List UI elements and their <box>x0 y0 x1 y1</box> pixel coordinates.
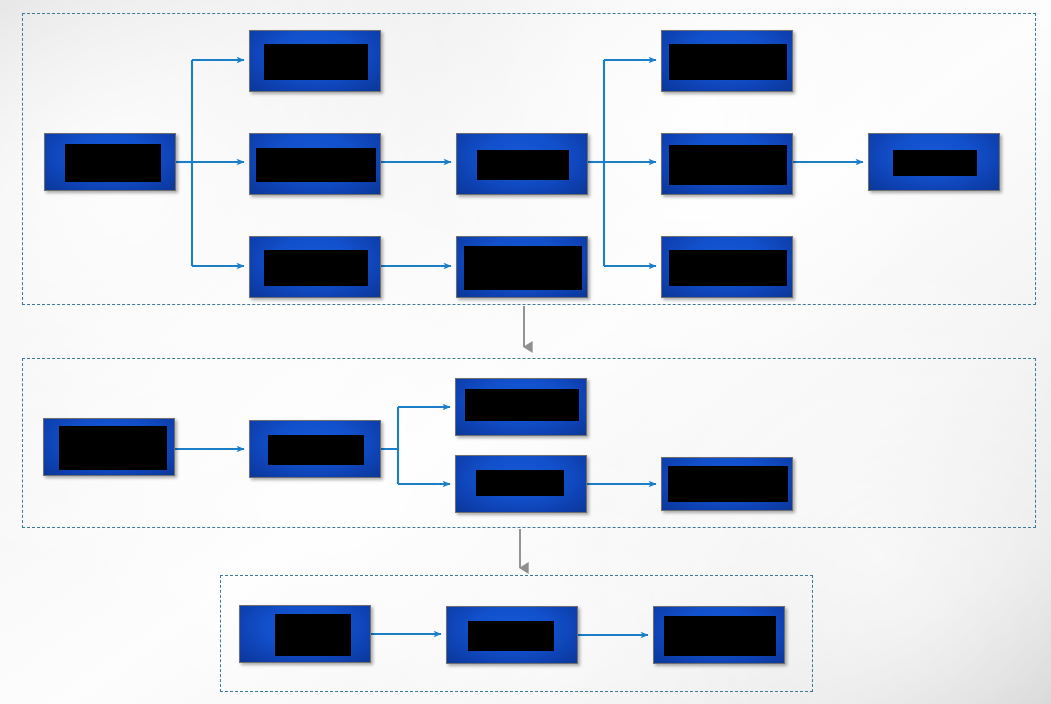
node-stage1-merge-bot[interactable] <box>456 236 588 298</box>
redacted-label <box>669 145 787 185</box>
node-stage1-final[interactable] <box>868 133 1000 191</box>
node-stage3-start[interactable] <box>239 605 371 663</box>
node-stage1-start[interactable] <box>44 133 176 191</box>
redacted-label <box>264 250 368 286</box>
redacted-label <box>264 44 368 80</box>
redacted-label <box>256 148 376 182</box>
redacted-label <box>477 150 569 180</box>
stage-three-group[interactable] <box>220 575 813 692</box>
stage-one-group[interactable] <box>22 13 1036 305</box>
node-stage1-out-mid[interactable] <box>661 133 793 195</box>
node-stage1-branch-bot[interactable] <box>249 236 381 298</box>
stage-two-group[interactable] <box>22 358 1036 528</box>
redacted-label <box>476 470 564 496</box>
redacted-label <box>468 621 554 651</box>
redacted-label <box>664 616 776 656</box>
redacted-label <box>669 44 787 80</box>
node-stage2-branch-top[interactable] <box>455 378 587 436</box>
redacted-label <box>268 435 364 465</box>
redacted-label <box>669 250 787 286</box>
node-stage1-branch-mid[interactable] <box>249 133 381 195</box>
redacted-label <box>464 246 582 290</box>
node-stage2-step[interactable] <box>249 420 381 478</box>
node-stage1-merge-mid[interactable] <box>456 133 588 195</box>
node-stage1-out-bot[interactable] <box>661 236 793 298</box>
node-stage2-end[interactable] <box>661 457 793 511</box>
node-stage1-out-top[interactable] <box>661 30 793 92</box>
redacted-label <box>59 426 167 470</box>
redacted-label <box>668 466 788 502</box>
node-stage3-end[interactable] <box>653 606 785 664</box>
node-stage2-start[interactable] <box>43 418 175 476</box>
redacted-label <box>893 150 977 176</box>
redacted-label <box>65 144 161 182</box>
redacted-label <box>275 614 351 656</box>
node-stage2-branch-bot[interactable] <box>455 455 587 513</box>
node-stage3-step[interactable] <box>446 606 578 664</box>
redacted-label <box>465 389 579 421</box>
node-stage1-branch-top[interactable] <box>249 30 381 92</box>
